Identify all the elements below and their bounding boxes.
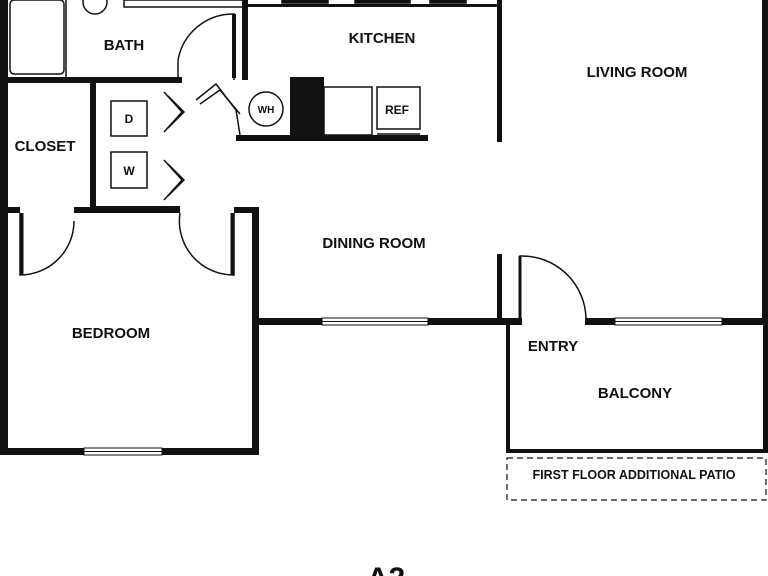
unit-name: A2 <box>367 562 405 576</box>
kitchen-counter-top <box>123 0 245 8</box>
wall-balcony-bottom <box>506 449 768 453</box>
door-bath <box>177 13 235 80</box>
kitchen-sink-2 <box>354 0 411 4</box>
label-patio-note: FIRST FLOOR ADDITIONAL PATIO <box>533 468 736 482</box>
label-entry: ENTRY <box>528 338 578 355</box>
fixtures <box>9 0 467 189</box>
wall-balcony-left <box>506 322 510 453</box>
wall-bath-right <box>242 0 248 80</box>
label-kitchen: KITCHEN <box>349 30 416 47</box>
patio-outline <box>506 457 767 501</box>
label-dryer: D <box>125 112 134 126</box>
bathtub <box>9 0 65 75</box>
door-wh-bifold-2 <box>199 88 241 115</box>
door-entry <box>519 255 587 319</box>
door-laundry-top <box>163 91 184 133</box>
label-bath: BATH <box>104 37 145 54</box>
utility-chase <box>290 77 324 135</box>
dryer <box>110 100 148 137</box>
water-heater <box>248 91 284 127</box>
wall-living-left-upper <box>497 0 502 142</box>
wall-kitchen-top <box>248 4 498 7</box>
label-refrigerator: REF <box>385 103 409 117</box>
label-closet: CLOSET <box>15 138 76 155</box>
wall-laundry-bottom <box>90 206 180 210</box>
doors <box>19 13 587 319</box>
door-closet <box>19 213 75 276</box>
wall-balcony-right <box>763 322 768 453</box>
door-bedroom <box>178 212 235 276</box>
door-laundry-bottom <box>163 159 184 201</box>
door-laundry-bottom-2 <box>167 163 186 197</box>
wall-bedroom-right <box>252 207 259 454</box>
label-bedroom: BEDROOM <box>72 325 150 342</box>
wall-kitchen-bottom <box>236 135 428 141</box>
door-laundry-top-2 <box>167 95 186 129</box>
toilet <box>82 0 108 15</box>
wall-left-outer <box>0 0 8 215</box>
label-water-heater: WH <box>258 105 275 116</box>
label-dining-room: DINING ROOM <box>322 235 425 252</box>
kitchen-counter-lower <box>323 86 373 136</box>
wall-closet-right <box>90 80 96 212</box>
wall-bedroom-top-right <box>234 207 258 213</box>
wall-living-left-lower <box>497 254 502 325</box>
label-balcony: BALCONY <box>598 385 672 402</box>
washer <box>110 151 148 189</box>
windows <box>83 317 723 456</box>
label-washer: W <box>123 164 135 178</box>
wall-living-right <box>762 0 768 325</box>
label-living-room: LIVING ROOM <box>587 64 688 81</box>
kitchen-sink-3 <box>429 0 467 4</box>
wall-left-lower <box>0 208 8 454</box>
refrigerator <box>376 86 421 130</box>
wall-bedroom-top-left <box>0 207 20 213</box>
kitchen-sink-1 <box>281 0 329 4</box>
